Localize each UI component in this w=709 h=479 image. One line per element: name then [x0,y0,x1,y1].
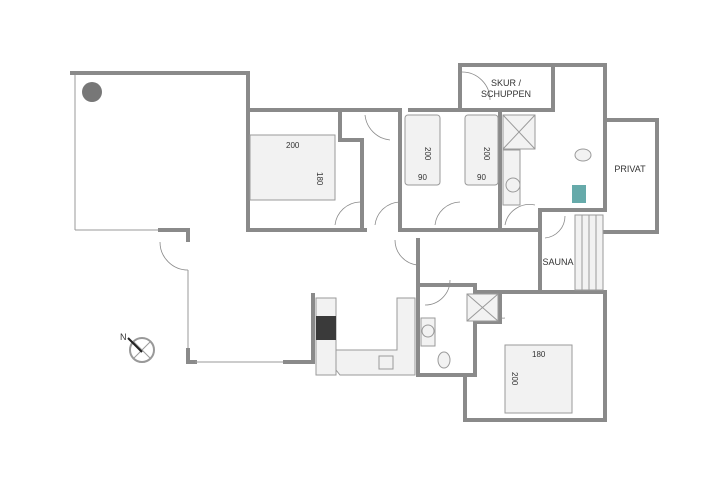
sink-2-icon [421,324,435,338]
walls [70,63,659,422]
room-label-shed-2: SCHUPPEN [481,89,531,99]
bed-lower-length: 200 [510,372,519,386]
bed-lower [504,344,573,414]
bed-single-1-length: 200 [423,147,432,161]
room-label-privat: PRIVAT [614,164,646,174]
bed-single-2-width: 90 [477,173,486,182]
bed-master-width: 180 [315,172,324,186]
bed-single-2-length: 200 [482,147,491,161]
cooktop-icon [316,316,336,340]
bed-lower-width: 180 [532,350,546,359]
compass-north-label: N [120,332,127,342]
bed-master-length: 200 [286,141,300,150]
stove-icon [82,82,102,102]
bed-single-2 [464,114,499,186]
vanity-1 [502,149,521,206]
sauna-heater-icon [572,185,586,203]
shower-1 [502,114,536,150]
kitchen-counter [335,297,416,376]
compass: N [120,332,155,363]
shower-2 [466,293,499,322]
bed-master [249,134,336,201]
labels: SKUR / SCHUPPEN PRIVAT SAUNA 200 180 200… [286,78,646,386]
kitchen-sink-icon [378,355,394,370]
sauna-stairs [574,214,604,291]
sink-icon [505,177,521,193]
bed-single-1 [404,114,441,186]
toilet-2-icon [437,351,451,369]
room-label-sauna: SAUNA [542,257,573,267]
bed-single-1-width: 90 [418,173,427,182]
fixtures: N [82,82,604,414]
room-label-shed-1: SKUR / [491,78,522,88]
toilet-icon [574,148,592,162]
